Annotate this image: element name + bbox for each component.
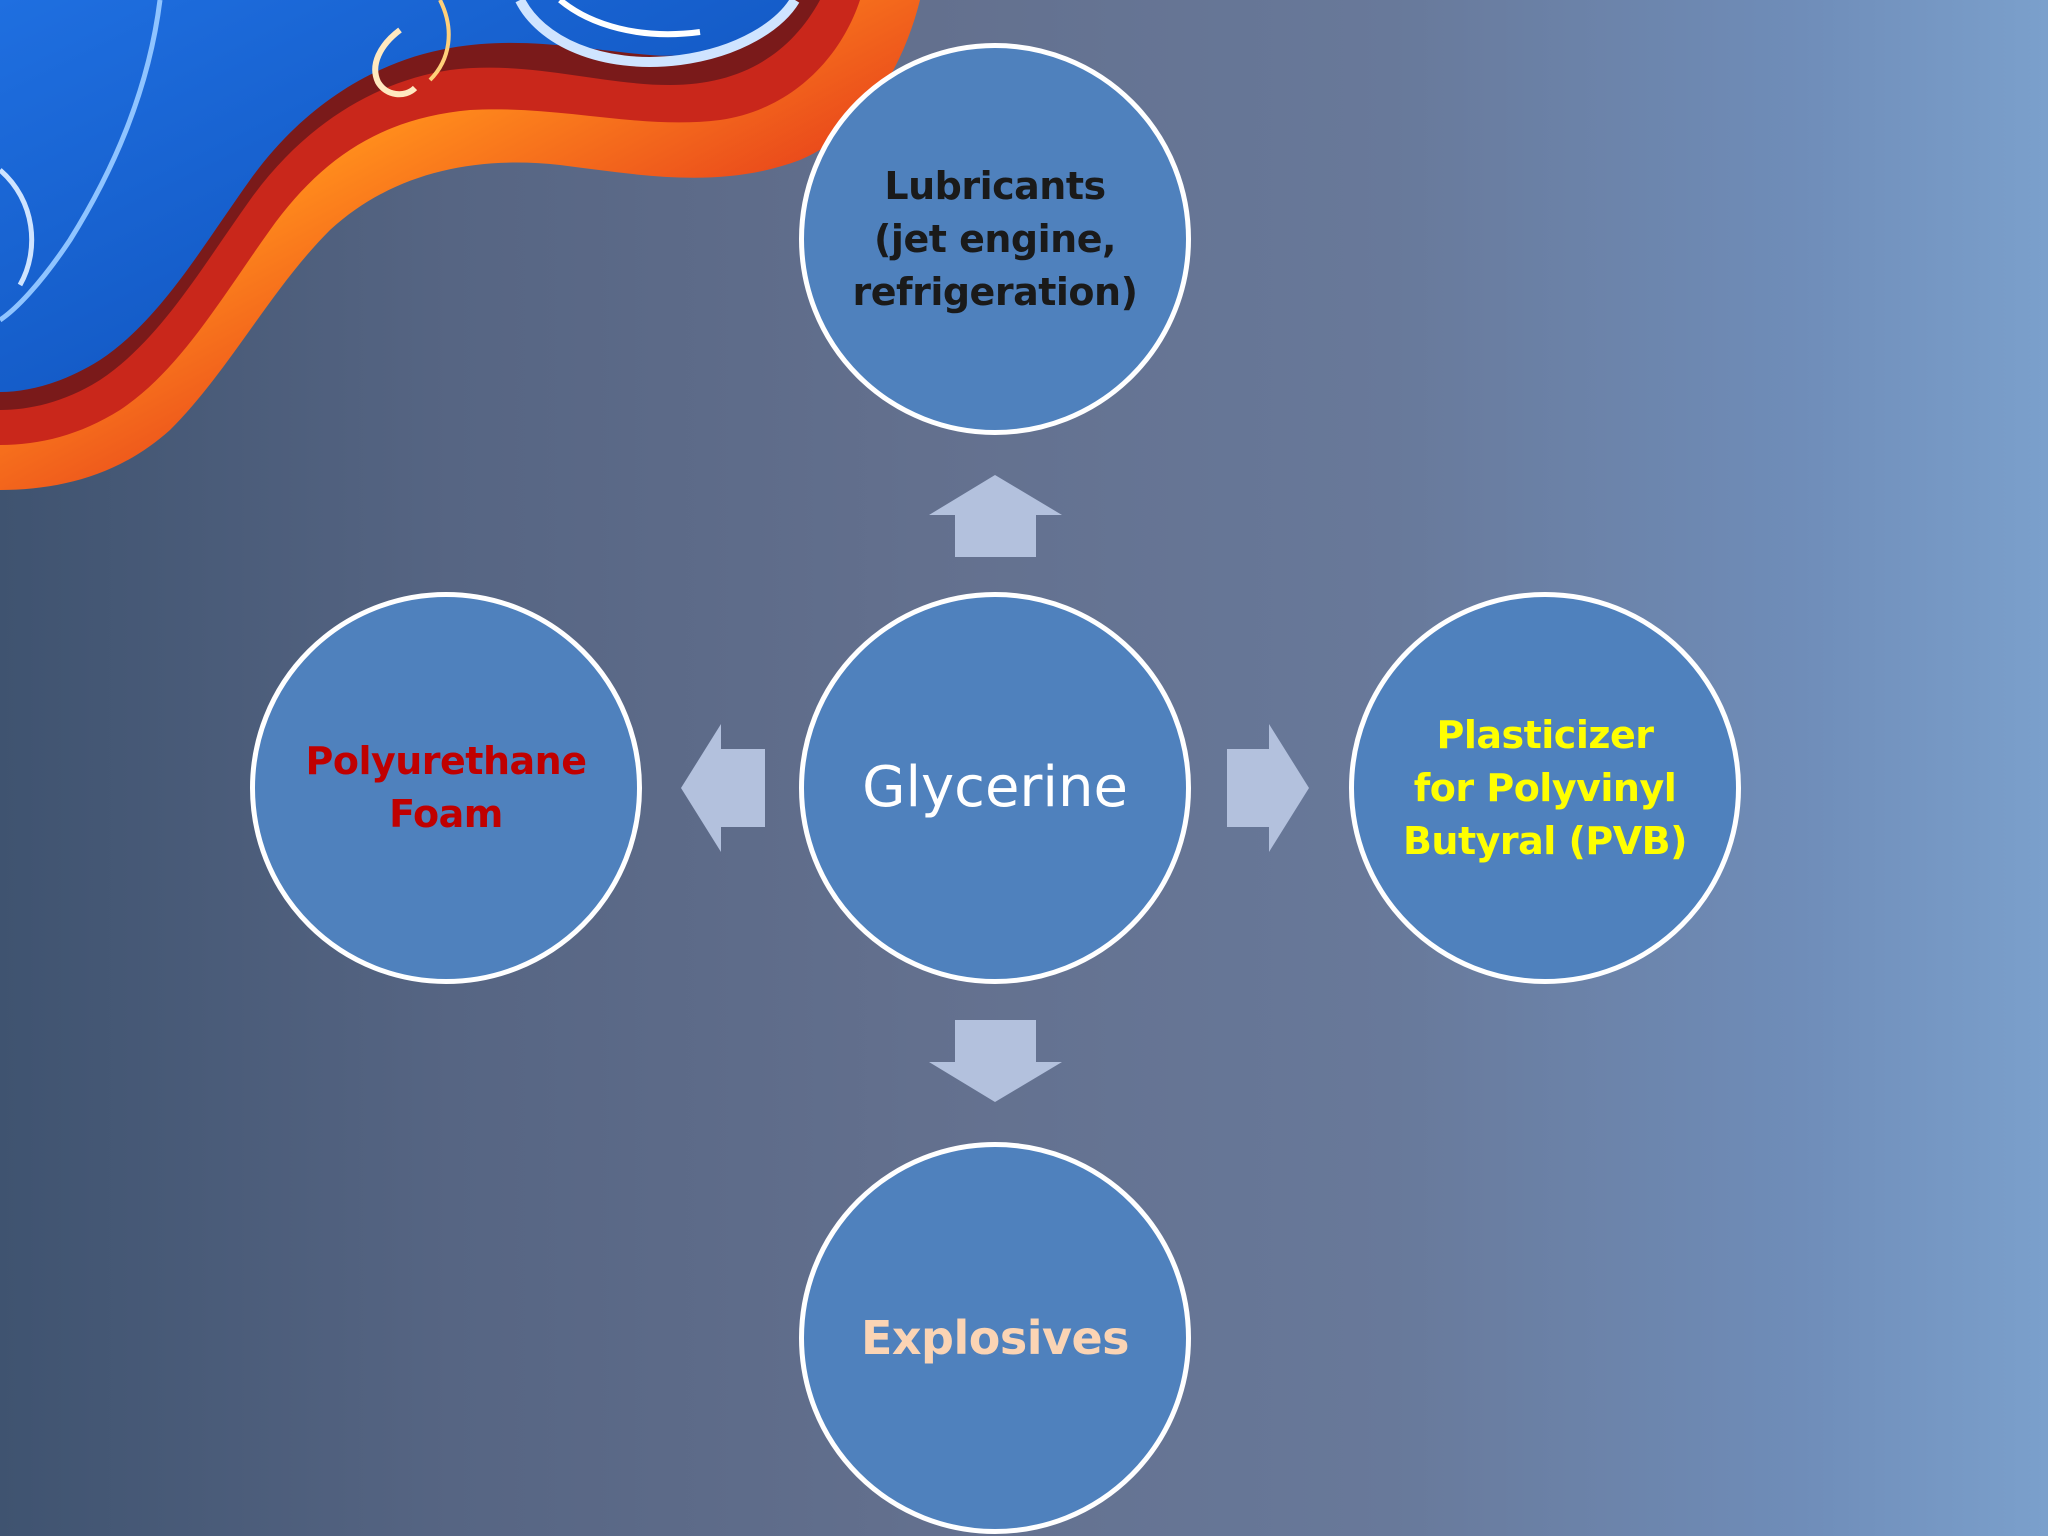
node-glycerine-label: Glycerine bbox=[862, 755, 1128, 820]
node-explosives: Explosives bbox=[799, 1142, 1191, 1534]
node-plasticizer: Plasticizer for Polyvinyl Butyral (PVB) bbox=[1349, 592, 1741, 984]
arrow-down bbox=[929, 1020, 1062, 1102]
node-glycerine: Glycerine bbox=[799, 592, 1191, 984]
arrow-right bbox=[1227, 724, 1309, 852]
node-polyurethane-foam-label: Polyurethane Foam bbox=[305, 739, 587, 836]
node-lubricants: Lubricants (jet engine, refrigeration) bbox=[799, 43, 1191, 435]
arrow-up bbox=[929, 475, 1062, 557]
node-plasticizer-label: Plasticizer for Polyvinyl Butyral (PVB) bbox=[1402, 712, 1688, 863]
node-lubricants-label: Lubricants (jet engine, refrigeration) bbox=[852, 163, 1138, 314]
arrow-left bbox=[681, 724, 765, 852]
node-explosives-label: Explosives bbox=[860, 1310, 1130, 1365]
node-polyurethane-foam: Polyurethane Foam bbox=[250, 592, 642, 984]
